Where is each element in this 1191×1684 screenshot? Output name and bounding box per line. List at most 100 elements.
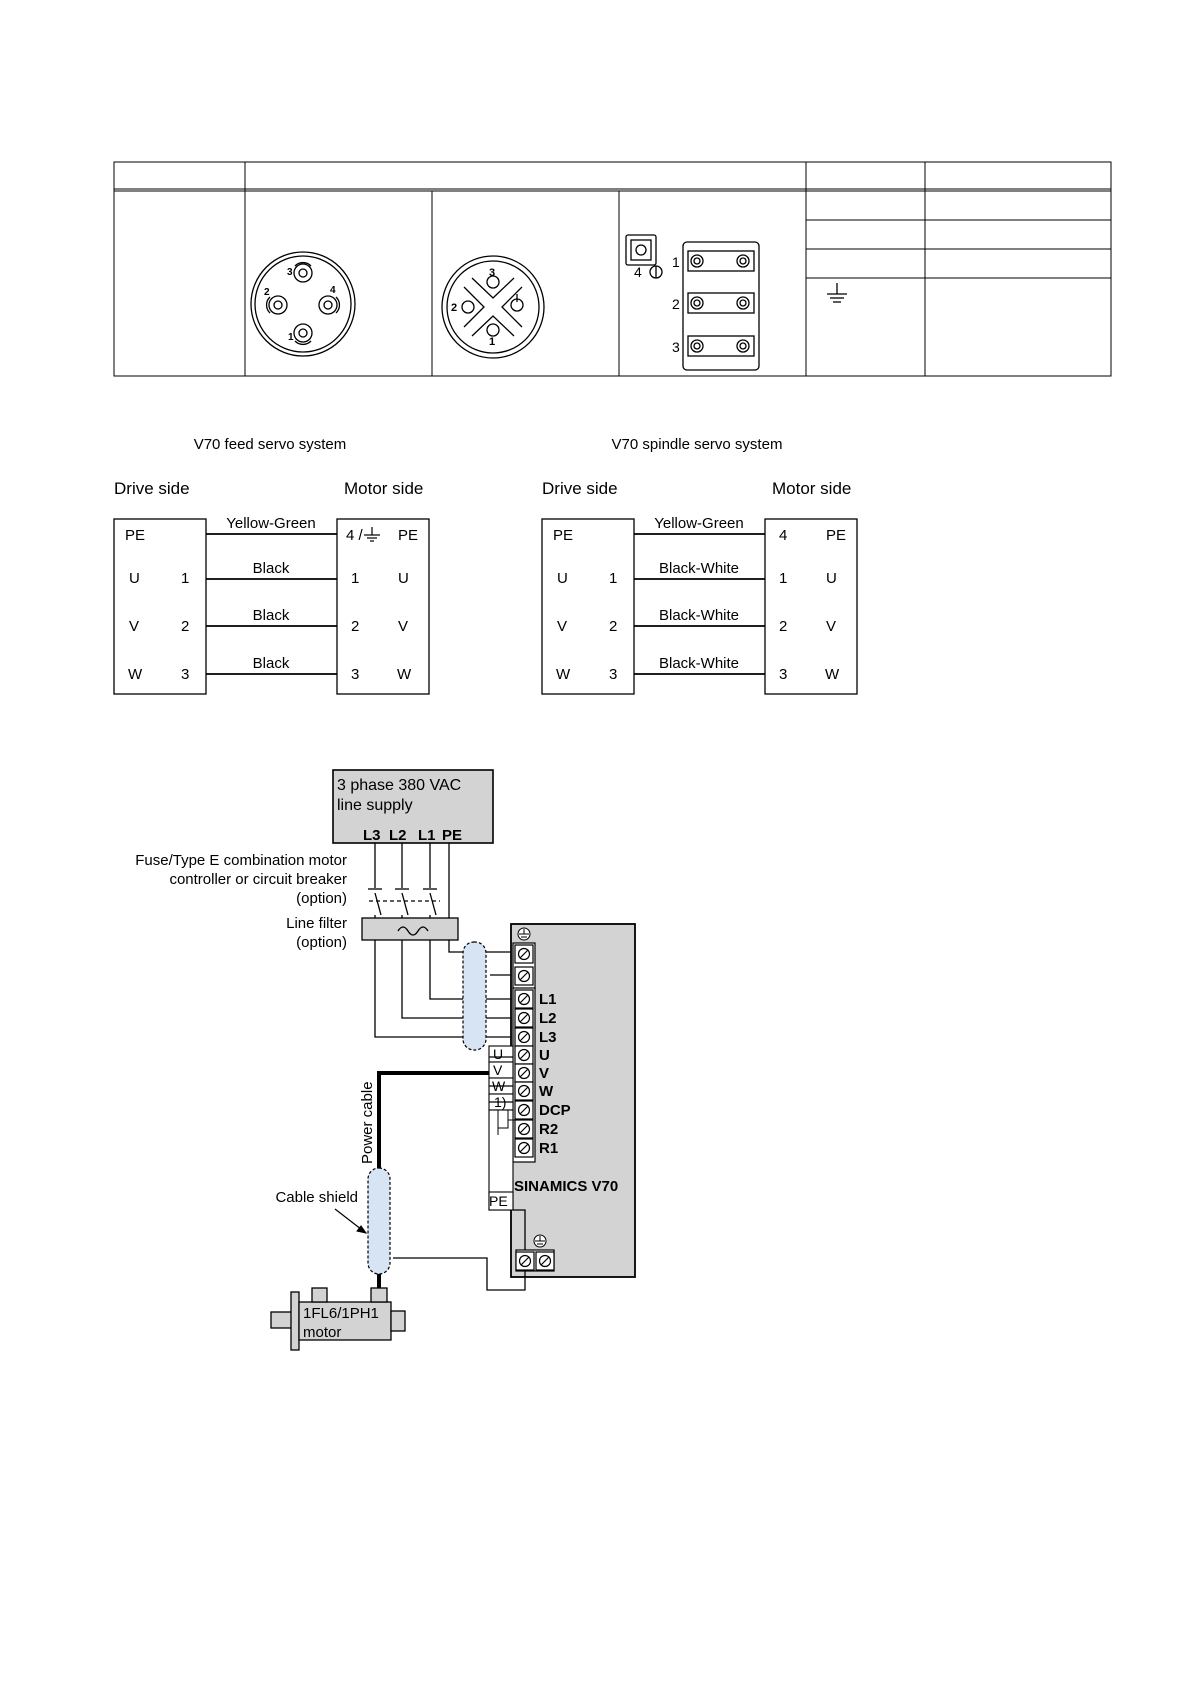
pin-number: 1 [489,336,495,348]
feed-wiring-diagram: V70 feed servo system Drive side Motor s… [113,436,430,695]
spindle-wires [634,533,765,675]
drive-name: SINAMICS V70 [514,1178,618,1195]
feed-drive-block [113,518,207,695]
feed-motor-rows: 4 / PE 1 U 2 V 3 W [346,527,418,683]
ground-icon [533,1234,547,1248]
pin-number: 3 [489,267,495,279]
motor-terminal-label: W [397,666,412,683]
round-4pin-connector-drawing [250,251,356,357]
pin-number: 1 [288,332,294,343]
pin-number: 2 [264,287,270,298]
motor-terminal-label: W [825,666,840,683]
breaker-label-line: (option) [296,890,347,907]
ground-icon [827,283,847,303]
motor-label-line1: 1FL6/1PH1 [303,1305,379,1322]
drive-terminal-label: DCP [539,1102,571,1119]
supply-terminal: PE [442,827,462,844]
drive-terminal-label: W [556,666,571,683]
drive-terminal-label: L2 [539,1010,557,1027]
drive-pin-label: 2 [181,618,189,635]
drive-terminal-label: V [557,618,567,635]
spindle-drive-rows: PE U 1 V 2 W 3 [553,527,617,683]
motor-pin-label: 4 [779,527,787,544]
connector-table [113,161,1112,377]
motor-label-line2: motor [303,1324,341,1341]
drive-terminal-label: W [539,1083,554,1100]
drive-terminal-label: R2 [539,1121,558,1138]
pin-number: 3 [672,339,680,355]
pin-number: 4 [634,264,642,280]
motor-pin-label: 4 / [346,527,364,544]
output-cable-shield [367,1167,391,1275]
feed-motor-block [336,518,430,695]
motor-pin-label: 1 [779,570,787,587]
drive-terminal-label: L1 [539,991,557,1008]
supply-wires [368,843,450,918]
supply-line2: line supply [337,797,413,814]
motor-pin-label: 3 [351,666,359,683]
terminal-block-numbers: 1 2 3 4 [634,254,680,355]
terminal-row [687,250,755,272]
spindle-drive-side-label: Drive side [542,479,618,498]
cable-core-label: U [493,1046,503,1062]
drive-terminal-label: U [557,570,568,587]
motor-pin-label: 2 [351,618,359,635]
wire-color-label: Black-White [659,560,739,577]
supply-line1: 3 phase 380 VAC [337,777,461,794]
cable-shield-label: Cable shield [275,1189,358,1206]
drive-terminal-labels: L1 L2 L3 U V W DCP R2 R1 [539,991,571,1157]
motor-terminal-label: U [826,570,837,587]
pin-socket [318,295,341,315]
motor-pin-label: 1 [351,570,359,587]
breaker-label: Fuse/Type E combination motor controller… [135,852,347,907]
wire-color-label: Black [253,655,290,672]
drive-pin-label: 2 [609,618,617,635]
drive-terminal-label: R1 [539,1140,558,1157]
motor-pin-label: 2 [779,618,787,635]
feed-title: V70 feed servo system [194,436,347,453]
filter-symbol-icon [397,926,429,936]
supply-terminal: L2 [389,827,407,844]
pin-number: 2 [672,296,680,312]
spindle-motor-side-label: Motor side [772,479,851,498]
connection-schematic: 3 phase 380 VAC line supply L3 L2 L1 PE [135,769,636,1351]
ground-icon [364,527,380,542]
motor-terminal-label: V [826,618,836,635]
feed-wires [206,533,337,675]
servo-motor [270,1287,406,1351]
motor-terminal-label: PE [398,527,418,544]
motor-terminal-label: V [398,618,408,635]
supply-terminal: L1 [418,827,436,844]
filter-to-drive-wires [374,940,518,1038]
wire-color-label: Black-White [659,655,739,672]
terminal-row [687,292,755,314]
wire-color-label: Yellow-Green [654,515,744,532]
motor-terminal-label: PE [826,527,846,544]
round-3pin-connector-drawing [441,255,545,359]
feed-drive-rows: PE U 1 V 2 W 3 [125,527,189,683]
round-3pin-numbers: 3 2 1 [451,267,495,348]
drive-terminal-label: L3 [539,1029,557,1046]
line-supply-box [332,769,494,844]
supply-terminals: L3 L2 L1 PE [363,827,462,844]
drive-terminal-label: PE [553,527,573,544]
spindle-motor-rows: 4 PE 1 U 2 V 3 W [779,527,846,683]
drive-terminal-label: U [129,570,140,587]
feed-drive-side-label: Drive side [114,479,190,498]
pin-socket [293,323,313,346]
filter-label: Line filter (option) [286,915,347,951]
drive-pin-label: 1 [609,570,617,587]
feed-wire-colors: Yellow-Green Black Black Black [226,515,316,672]
wire-color-label: Black-White [659,607,739,624]
terminal-row [687,335,755,357]
drive-terminal-label: V [129,618,139,635]
pin-number: 3 [287,267,293,278]
pin-number: 4 [330,285,336,296]
spindle-wiring-diagram: V70 spindle servo system Drive side Moto… [541,436,858,695]
wire-color-label: Black [253,560,290,577]
drive-pin-label: 3 [609,666,617,683]
cable-core-label: PE [489,1193,508,1209]
breaker-label-line: Fuse/Type E combination motor [135,852,347,869]
ground-icon [517,927,531,941]
pin-number: 1 [672,254,680,270]
